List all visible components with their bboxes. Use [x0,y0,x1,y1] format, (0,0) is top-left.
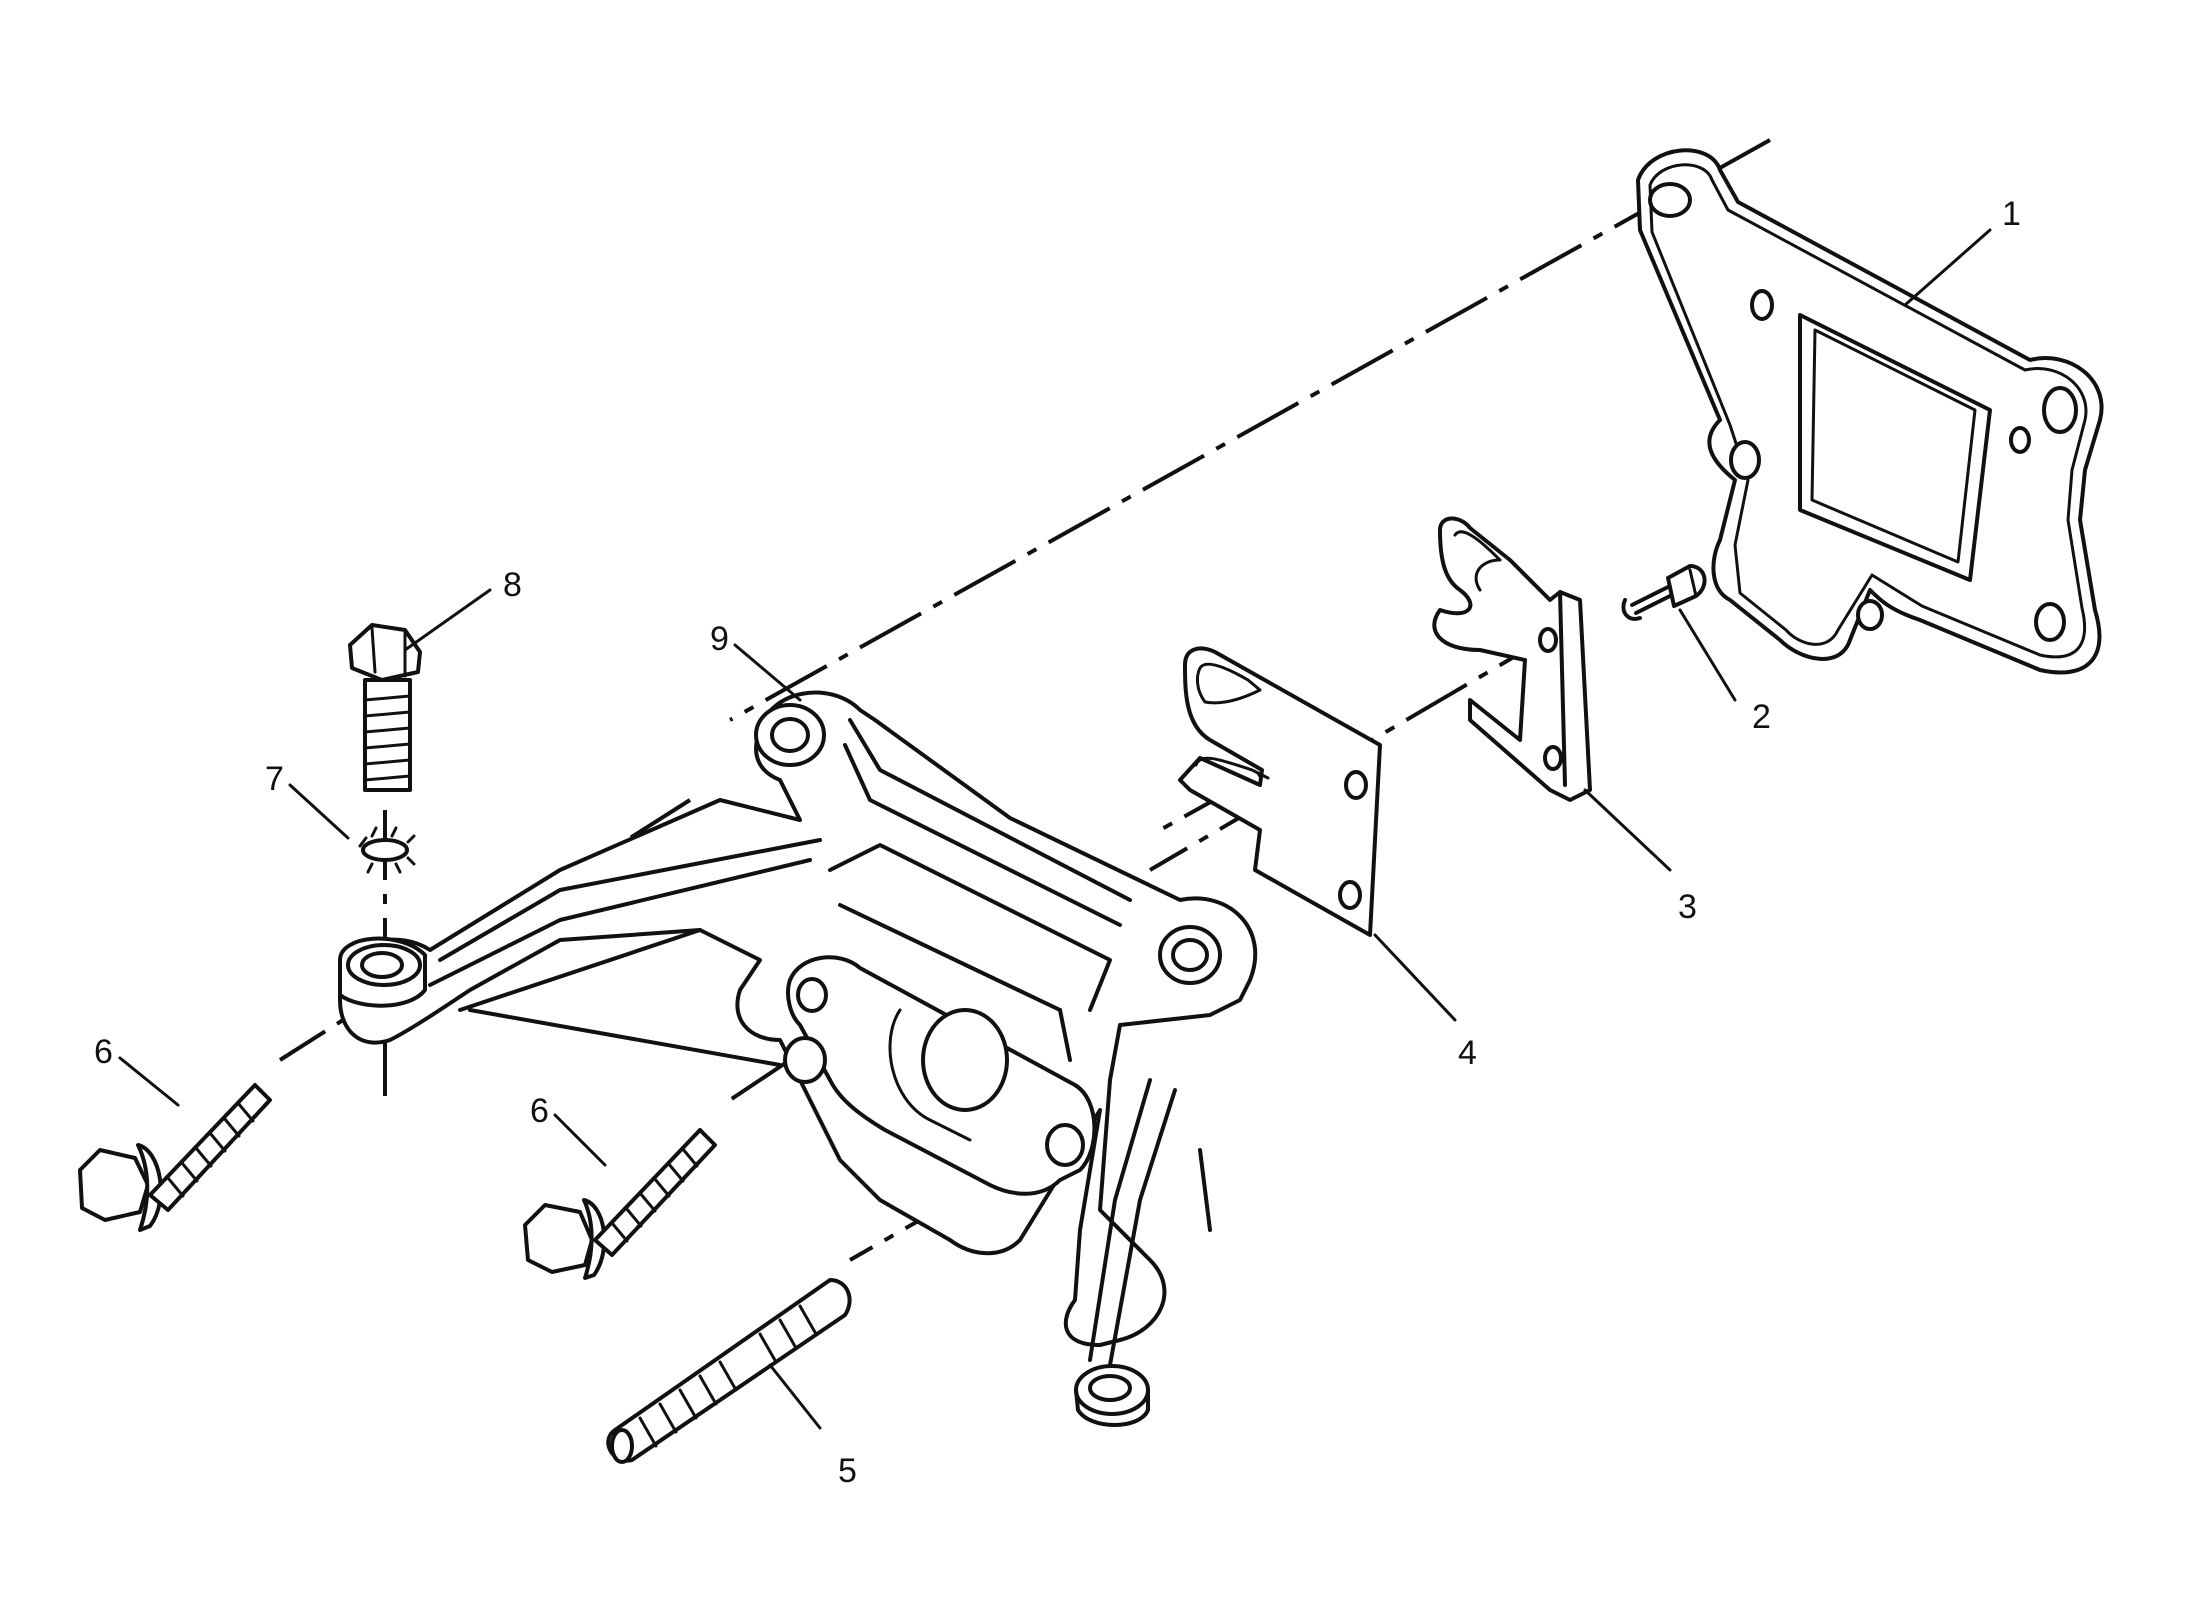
main-bracket-casting [338,690,1258,1427]
slotted-shim-plate [1178,646,1382,937]
small-screw [1621,564,1707,621]
threaded-stud [606,1278,852,1464]
callout-4: 4 [1458,1034,1477,1072]
flange-bolt-left [78,1083,272,1232]
j-bracket [1432,516,1592,802]
callout-5: 5 [838,1452,857,1490]
callout-labels: 1 2 3 4 5 6 6 7 8 9 [94,195,2021,1490]
leader-lines [118,228,1992,1430]
callout-6-middle: 6 [530,1092,549,1130]
callout-7: 7 [265,760,284,798]
star-washer [358,826,416,874]
callout-2: 2 [1752,698,1771,736]
flange-bolt-middle [523,1128,717,1280]
gasket-plate [1636,148,2104,675]
callout-9: 9 [710,620,729,658]
callout-8: 8 [503,566,522,604]
hex-bolt [348,623,422,792]
callout-3: 3 [1678,888,1697,926]
callout-1: 1 [2002,195,2021,233]
callout-6-left: 6 [94,1033,113,1071]
